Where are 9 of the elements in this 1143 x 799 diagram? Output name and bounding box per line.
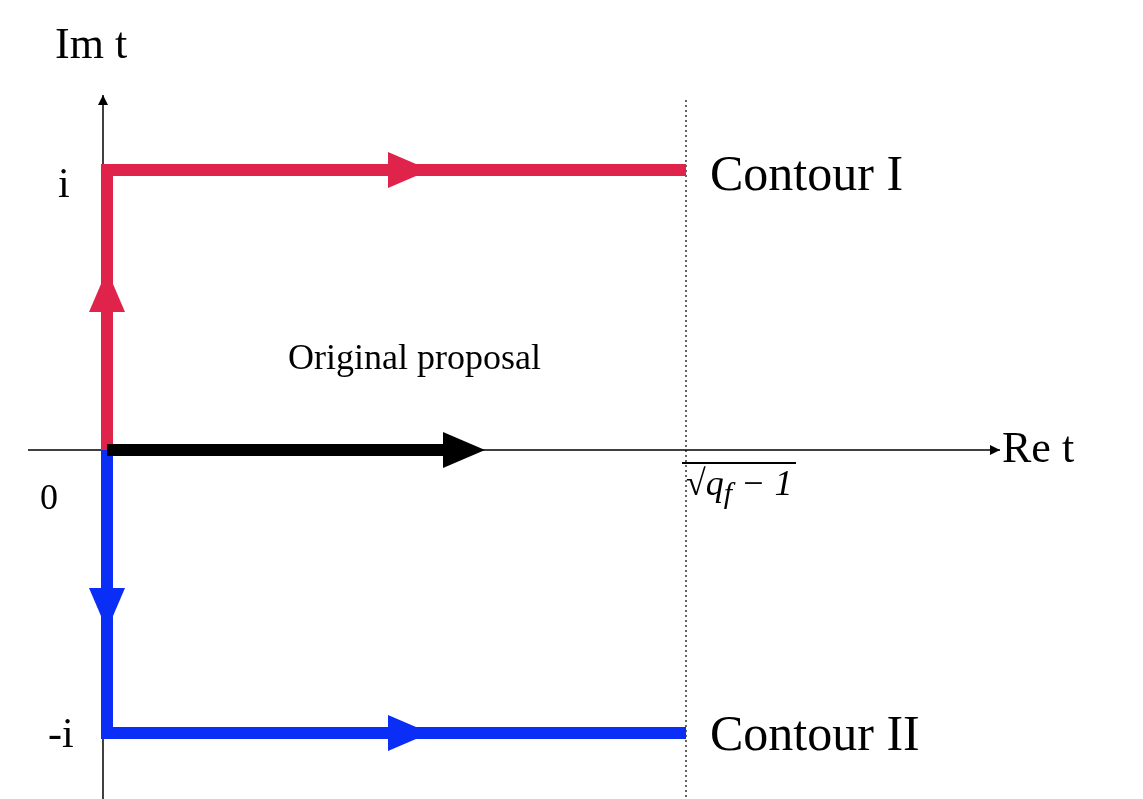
tick-label: 0 bbox=[40, 478, 58, 518]
contour-label: Contour I bbox=[710, 146, 904, 201]
axis-label: Re t bbox=[1002, 424, 1075, 473]
axis-label: Im t bbox=[55, 20, 128, 69]
tick-label: -i bbox=[48, 710, 74, 757]
contour-label: Original proposal bbox=[288, 338, 541, 378]
contour-label: Contour II bbox=[710, 706, 920, 761]
tick-label: i bbox=[58, 160, 70, 207]
tick-label: √q$_{f}$ − 1 bbox=[682, 462, 797, 510]
